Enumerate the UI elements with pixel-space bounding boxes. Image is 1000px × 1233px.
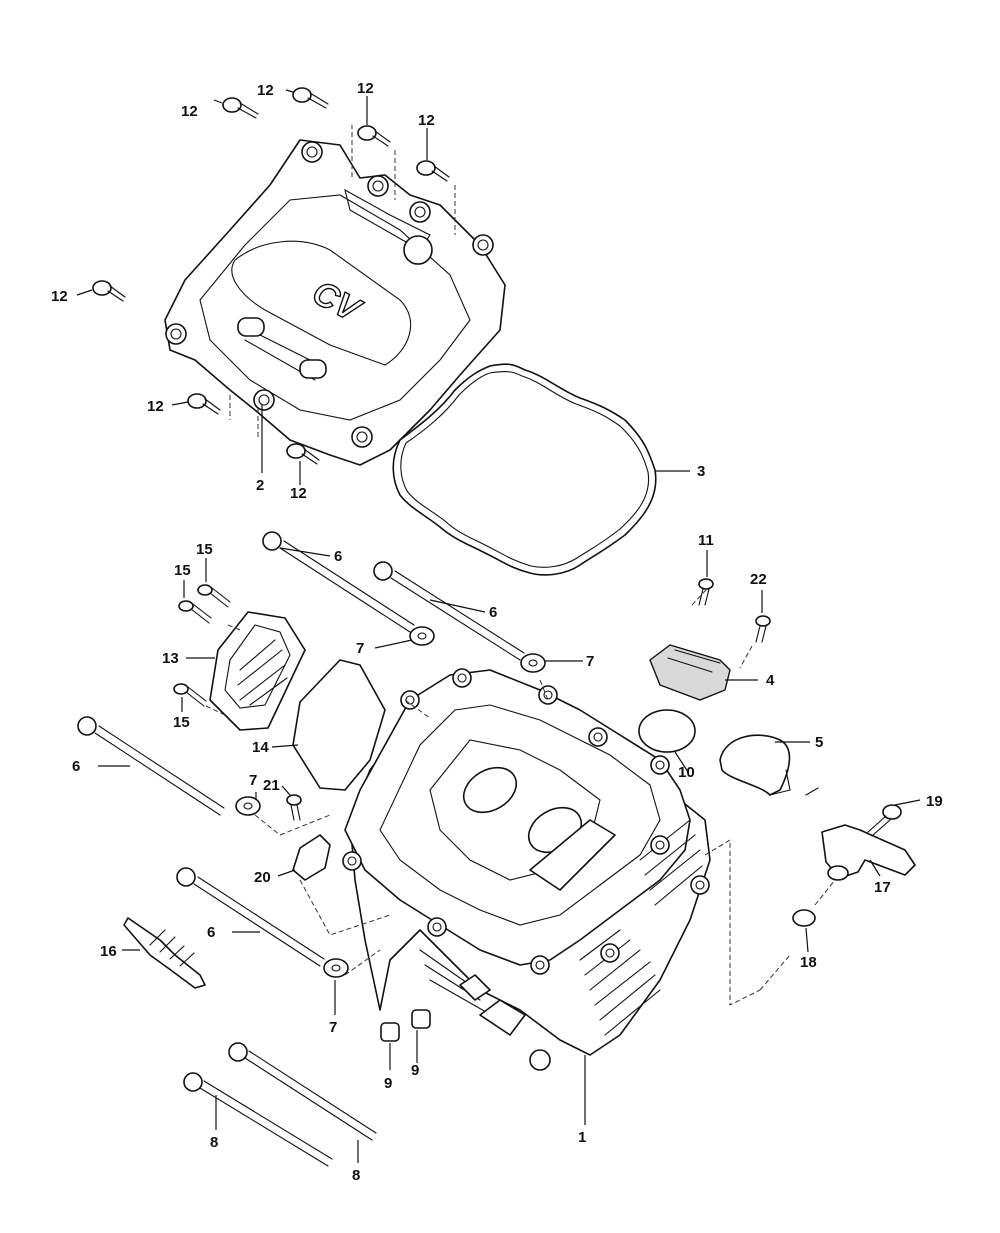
callout-10: 10 bbox=[678, 764, 695, 781]
bolt-8-b bbox=[228, 1042, 377, 1141]
washer-7-a bbox=[409, 626, 435, 646]
gasket-14 bbox=[292, 659, 386, 791]
bracket-20 bbox=[292, 834, 331, 881]
callout-6-d: 6 bbox=[207, 924, 215, 941]
washer-7-b bbox=[520, 653, 546, 673]
callout-12-e: 12 bbox=[51, 288, 68, 305]
bolt-15-b bbox=[178, 600, 212, 624]
clamp-5 bbox=[719, 734, 819, 796]
callout-15-a: 15 bbox=[196, 541, 213, 558]
bolt-8-a bbox=[183, 1072, 333, 1167]
stud-6-d bbox=[176, 867, 325, 967]
bolt-19 bbox=[867, 804, 902, 837]
callout-4: 4 bbox=[766, 672, 775, 689]
callout-7-d: 7 bbox=[329, 1019, 337, 1036]
callout-11: 11 bbox=[698, 532, 714, 549]
bolt-12-d bbox=[416, 160, 450, 182]
callout-12-b: 12 bbox=[257, 82, 274, 99]
callout-8-a: 8 bbox=[210, 1134, 218, 1151]
assembly-guide-lines bbox=[205, 125, 836, 1006]
dowel-9-b bbox=[411, 1009, 431, 1029]
bolt-12-group bbox=[92, 87, 450, 465]
stud-6-a bbox=[262, 531, 415, 633]
cylinder-head bbox=[342, 668, 711, 1071]
callout-7-c: 7 bbox=[249, 772, 257, 789]
callout-19: 19 bbox=[926, 793, 943, 810]
callout-12-d: 12 bbox=[418, 112, 435, 129]
o-ring-18 bbox=[792, 909, 816, 927]
stud-6-c bbox=[77, 716, 225, 816]
o-ring-10 bbox=[638, 709, 696, 753]
bolt-12-f bbox=[187, 393, 221, 415]
leader-lines bbox=[76, 89, 921, 1163]
bolt-12-g bbox=[286, 443, 320, 465]
bolt-12-a bbox=[222, 97, 259, 119]
callout-7-b: 7 bbox=[586, 653, 594, 670]
callout-6-b: 6 bbox=[489, 604, 497, 621]
washer-7-d bbox=[323, 958, 349, 978]
bolt-15-a bbox=[197, 584, 231, 608]
callout-8-b: 8 bbox=[352, 1167, 360, 1184]
callout-15-c: 15 bbox=[173, 714, 190, 731]
callout-6-a: 6 bbox=[334, 548, 342, 565]
callout-12-c: 12 bbox=[357, 80, 374, 97]
plate-4 bbox=[649, 644, 731, 701]
cover-13 bbox=[209, 611, 306, 731]
spark-plug-16 bbox=[123, 917, 206, 989]
sensor-17 bbox=[821, 824, 916, 881]
callout-22: 22 bbox=[750, 571, 767, 588]
callout-7-a: 7 bbox=[356, 640, 364, 657]
dowel-9-a bbox=[380, 1022, 400, 1042]
valve-cover-gasket bbox=[392, 363, 657, 576]
bolt-22 bbox=[755, 615, 771, 643]
callout-17: 17 bbox=[874, 879, 891, 896]
stud-6-b bbox=[373, 561, 525, 661]
bolt-11 bbox=[698, 578, 714, 606]
washer-7-c bbox=[235, 796, 261, 816]
callout-6-c: 6 bbox=[72, 758, 80, 775]
bolt-12-b bbox=[292, 87, 329, 109]
callout-14: 14 bbox=[252, 739, 269, 756]
callout-18: 18 bbox=[800, 954, 817, 971]
callout-15-b: 15 bbox=[174, 562, 191, 579]
callout-3: 3 bbox=[697, 463, 705, 480]
callout-12-a: 12 bbox=[181, 103, 198, 120]
bolt-15-c bbox=[173, 683, 207, 707]
callout-9-b: 9 bbox=[411, 1062, 419, 1079]
callout-9-a: 9 bbox=[384, 1075, 392, 1092]
bolt-12-c bbox=[357, 125, 391, 147]
valve-cover bbox=[164, 139, 506, 466]
callout-5: 5 bbox=[815, 734, 823, 751]
callout-1: 1 bbox=[578, 1129, 586, 1146]
callout-12-f: 12 bbox=[147, 398, 164, 415]
callout-13: 13 bbox=[162, 650, 179, 667]
bolt-21 bbox=[286, 794, 302, 821]
callout-16: 16 bbox=[100, 943, 117, 960]
callout-20: 20 bbox=[254, 869, 271, 886]
callout-2: 2 bbox=[256, 477, 264, 494]
callout-labels: 1 2 3 4 5 6 6 6 6 7 7 7 7 8 8 9 9 10 11 … bbox=[51, 80, 943, 1184]
callout-21: 21 bbox=[263, 777, 280, 794]
bolt-12-e bbox=[92, 280, 126, 302]
callout-12-g: 12 bbox=[290, 485, 307, 502]
